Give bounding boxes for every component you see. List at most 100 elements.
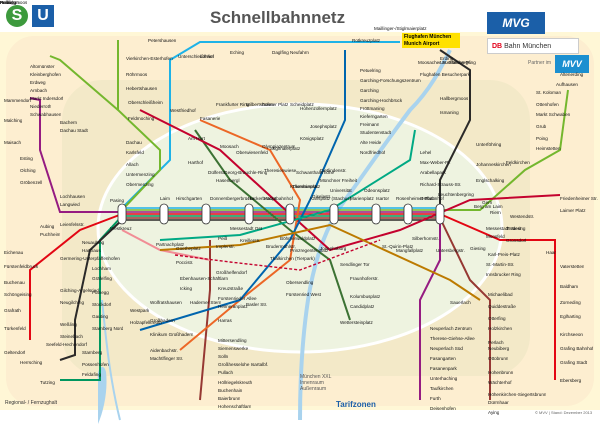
station-label: Buchenau	[4, 280, 25, 285]
station-label: Fraunhoferstr.	[350, 276, 379, 281]
station-markers	[117, 203, 445, 225]
station-label: Aufhausen	[556, 82, 578, 87]
station-label: St. Koloman	[536, 90, 562, 95]
station-label: Neuperlach Süd	[430, 346, 463, 351]
station-label: Laimer Platz	[560, 208, 586, 213]
station-label: Marienplatz	[350, 196, 374, 201]
airport-box: Flughafen München Munich Airport	[402, 33, 460, 48]
station-label: Lehel	[420, 150, 432, 155]
station-label: Erding	[440, 56, 454, 61]
station-label: Lochhausen	[60, 194, 86, 199]
station-label: Scheidplatz	[290, 102, 314, 107]
station-label: Grafing Stadt	[560, 360, 588, 365]
station-label: Otterfing	[488, 316, 506, 321]
station-label: Poccistr.	[176, 260, 194, 265]
station-label: Petuelring	[360, 68, 381, 73]
station-label: Partnachplatz	[156, 242, 185, 247]
station-label: Geltendorf	[4, 350, 26, 355]
station-label: Fasanerie	[200, 116, 221, 121]
station-label: Oberwiesenfeld	[236, 150, 268, 155]
station-label: Wettersteinplatz	[340, 320, 373, 325]
station-label: Markt Indersdorf	[30, 96, 64, 101]
station-label: Arnbach	[30, 88, 48, 93]
station-label: Allach	[126, 162, 139, 167]
station-label: Eching	[230, 50, 245, 55]
station-label: Kreuzstraße	[218, 286, 244, 291]
station-label: Mittersendling	[218, 338, 247, 343]
station-label: Maisach	[4, 140, 22, 145]
station-label: Studentenstadt	[360, 130, 391, 135]
station-label: Haar	[546, 250, 556, 255]
station-label: Kleinberghofen	[30, 72, 61, 77]
station-label: Odeonsplatz	[364, 188, 390, 193]
station-label: Olching	[20, 168, 36, 173]
station-label: Grub	[536, 124, 547, 129]
station-label: Zorneding	[560, 300, 581, 305]
station-label: Pasing	[110, 198, 125, 203]
station-label: Hebertshausen	[126, 86, 158, 91]
station-label: Kirchseeon	[560, 332, 583, 337]
station-label: Wächterhof	[488, 380, 512, 385]
station-label: St.-Martin-Str.	[486, 262, 515, 267]
station-label: Poing	[536, 136, 548, 141]
station-label: Fasanenpark	[430, 366, 457, 371]
station-label: Königsplatz	[300, 136, 324, 141]
station-label: Innsbrucker Ring	[486, 272, 521, 277]
line-s1	[121, 41, 400, 209]
station-label: Westendstr.	[510, 214, 535, 219]
station-label: Maillinger-/Stiglmaierplatz	[374, 26, 427, 31]
station-label: Aubing	[40, 224, 55, 229]
station-label: Messestadt Ost	[230, 226, 262, 231]
line-s2-east	[440, 89, 569, 211]
station-label: Lochham	[92, 266, 111, 271]
station-label: Moosach	[220, 144, 239, 149]
line-u7-ring	[174, 239, 381, 271]
station-label: Aidenbachstr.	[150, 348, 178, 353]
station-label: Am Hart	[188, 136, 205, 141]
station-label: Candidplatz	[350, 304, 375, 309]
station-label: Johanneskirchen	[476, 162, 511, 167]
station-label: Possenhofen	[82, 362, 109, 367]
station-label: Wolfratshausen	[150, 300, 182, 305]
station-label: Kolumbusplatz	[290, 184, 321, 189]
station-label: Starnberg Nord	[92, 326, 124, 331]
station-label: Weßling	[60, 322, 77, 327]
station-label: Garching-Hochbrück	[360, 98, 403, 103]
station-label: Kolumbusplatz	[350, 294, 381, 299]
station-label: Sauerlach	[450, 300, 471, 305]
station-label: Heimstetten	[536, 146, 561, 151]
line-s8-east	[439, 49, 471, 220]
wurm-river	[101, 299, 121, 421]
station-label: Neufahrn	[290, 50, 309, 55]
line-s3-south	[419, 212, 441, 400]
station-label: Leuchtenbergring	[438, 192, 474, 197]
line-s2-alto	[49, 55, 119, 111]
line-s6	[60, 215, 123, 381]
zone-legend: München XXL Innenraum Außenraum	[300, 374, 331, 392]
station-label: Haderner Stern	[190, 300, 222, 305]
station-label: Erdweg	[30, 80, 46, 85]
station-label: Forstenrieder Allee	[218, 296, 257, 301]
station-label: Flughafen Besucherpark	[420, 72, 471, 77]
station-label: Böhmerwaldplatz	[280, 236, 316, 241]
mvg-logo: MVG	[487, 12, 545, 34]
s-bahn-trunk	[122, 207, 440, 221]
station-label: Buchenhain	[218, 388, 243, 393]
station-label: Ottobrunn	[488, 356, 509, 361]
station-label: Arabellapark	[420, 170, 446, 175]
station-label: Neugilching	[60, 300, 85, 305]
partner-label: Partner im	[528, 60, 552, 66]
station-label: Richard-Strauss-Str.	[420, 182, 462, 187]
station-label: Josephsburg	[320, 246, 347, 251]
station-label: Gern	[482, 200, 493, 205]
mvv-logo: MVV	[555, 55, 589, 73]
station-label: Holzapfelkreuth	[130, 320, 162, 325]
station-label: Hackerbrücke	[248, 196, 277, 201]
station-label: Obersendling	[286, 280, 314, 285]
station-label: Feldmoching	[128, 116, 155, 121]
station-label: Dietlindenstr.	[320, 168, 347, 173]
station-label: Dürrnhaar	[488, 400, 509, 405]
station-label: Freising	[0, 0, 17, 5]
lake-starnberg	[97, 366, 107, 424]
station-label: Neufahrn	[0, 0, 19, 5]
